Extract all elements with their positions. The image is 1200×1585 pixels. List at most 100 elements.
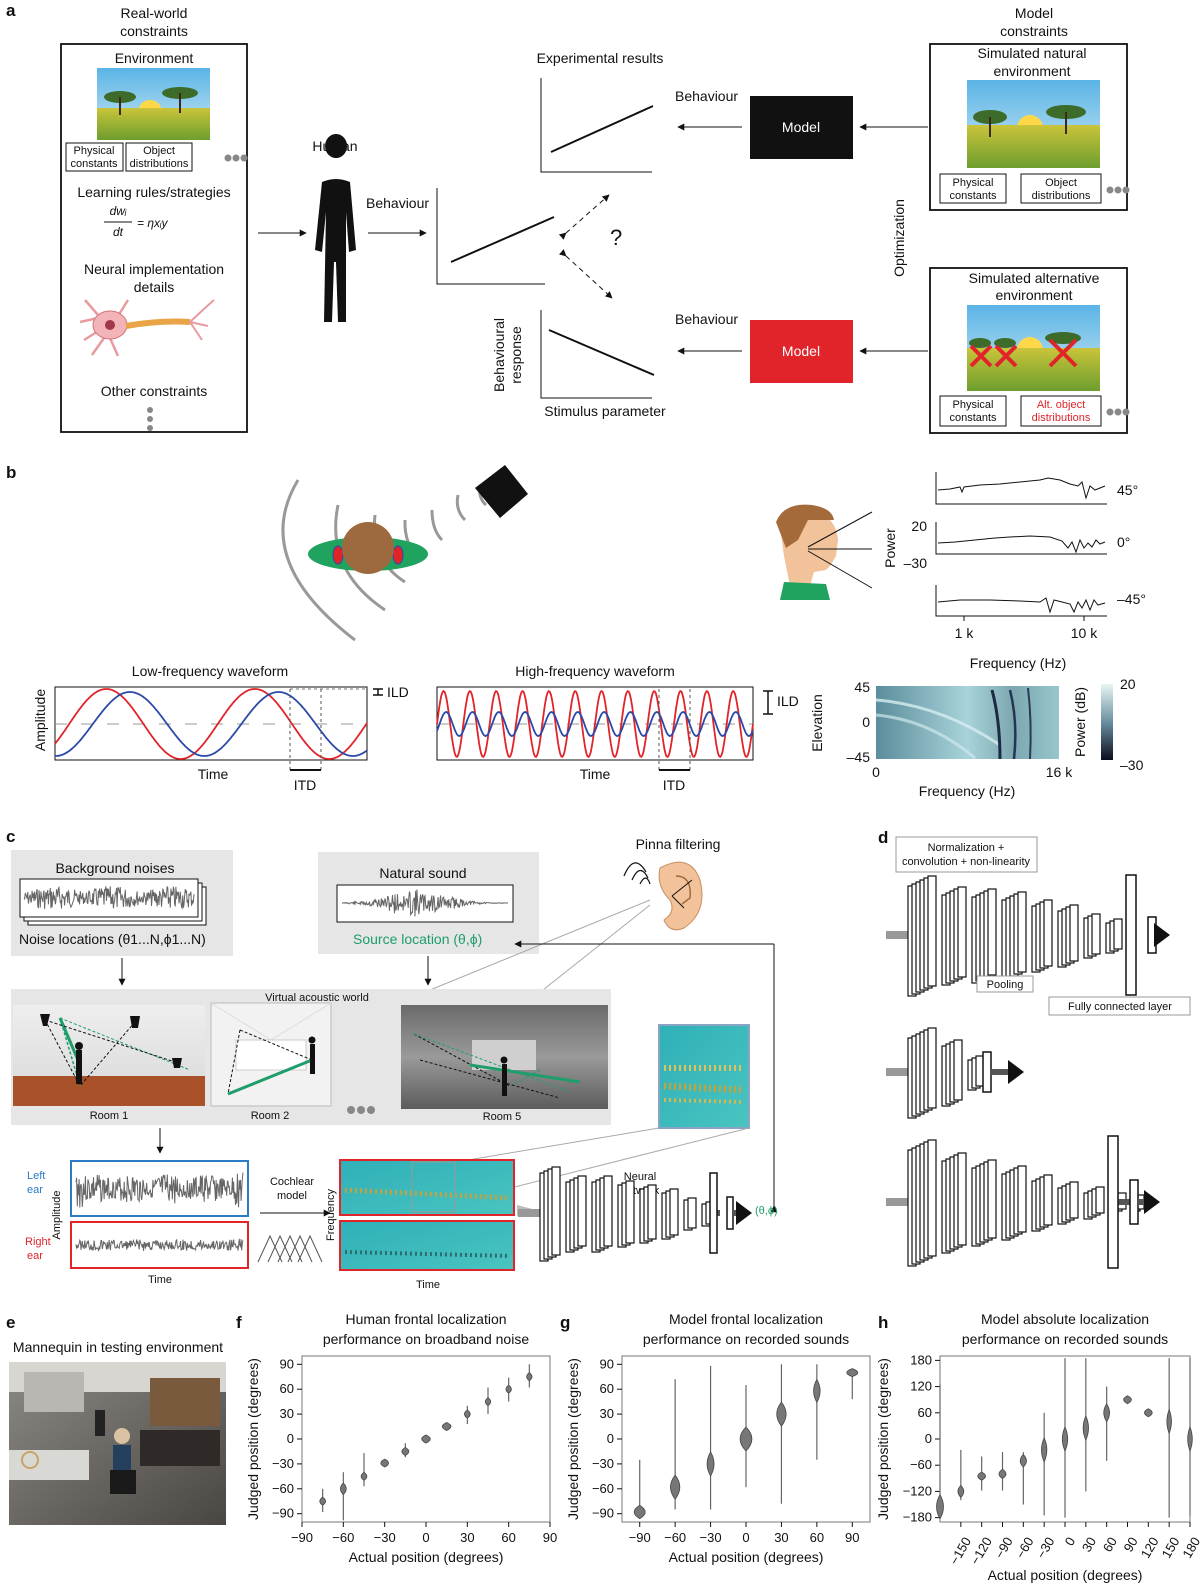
violin-body-5 (813, 1378, 821, 1404)
violin-body-7 (1082, 1415, 1089, 1442)
y-tick-label: 60 (918, 1405, 932, 1420)
response-label: response (508, 326, 524, 384)
network-layer-0-slice-5 (927, 875, 937, 987)
violin-body-9 (505, 1384, 512, 1394)
network-fc-layer-0 (982, 1051, 992, 1093)
distributions-label-1: distributions (130, 158, 189, 170)
panel-d: d Normalization + convolution + non-line… (878, 828, 1191, 1269)
colorbar-tick-20: 20 (1120, 676, 1136, 692)
network-output-arrow (1144, 1190, 1160, 1214)
violin-body-3 (998, 1468, 1007, 1480)
x-tick-label: −90 (992, 1534, 1016, 1561)
panel-label-h: h (878, 1313, 888, 1332)
power-colorbar (1101, 684, 1113, 760)
model-red-label: Model (782, 343, 820, 359)
violin-body-9 (1123, 1395, 1132, 1405)
network-diagram-d2 (886, 1027, 1024, 1119)
panel-c: c Background noises Noise locations (θ1.… (6, 827, 778, 1291)
normalization-label-2: convolution + non-linearity (902, 856, 1031, 868)
network-layer-1-slice-4 (957, 886, 967, 978)
x-tick-label: −60 (1013, 1534, 1037, 1561)
pinna-filtering-label: Pinna filtering (636, 836, 721, 852)
violin-body-1 (340, 1482, 347, 1496)
freq-tick-1k: 1 k (955, 625, 975, 641)
chart-title-line-0: Model frontal localization (669, 1311, 823, 1327)
physical-label-3: Physical (953, 399, 994, 411)
violin-body-0 (633, 1504, 646, 1520)
y-tick-label: 30 (600, 1406, 614, 1421)
network-output-arrow (1154, 923, 1170, 947)
low-itd-label: ITD (294, 777, 317, 793)
alt-object-distributions-box (1020, 395, 1102, 427)
x-tick-label: 0 (1062, 1534, 1079, 1548)
sim-alt-box (929, 267, 1128, 434)
y-tick-label: 120 (910, 1379, 932, 1394)
violin-body-8 (484, 1397, 492, 1407)
network-fc-layer-0 (709, 1172, 718, 1254)
sim-alt-label-1: Simulated alternative (969, 270, 1100, 286)
model-constraints-title-1: Model (1015, 5, 1053, 21)
panel-label-b: b (6, 463, 16, 482)
pooling-label: Pooling (987, 979, 1024, 991)
y-tick-label: −60 (272, 1481, 294, 1496)
violin-body-0 (319, 1496, 326, 1506)
x-tick-label: 90 (1121, 1534, 1141, 1554)
cochlea-frequency-label: Frequency (325, 1189, 337, 1241)
x-tick-label: 60 (810, 1530, 824, 1545)
noise-locations-label: Noise locations (θ1...N,ϕ1...N) (19, 931, 206, 947)
violin-body-12 (1187, 1425, 1193, 1453)
network-fc-layer-1 (726, 1196, 734, 1230)
vertical-dots (147, 407, 153, 431)
room-5-label: Room 5 (483, 1111, 522, 1123)
panel-label-e: e (6, 1313, 15, 1332)
left-cochleagram (339, 1159, 515, 1216)
object-distributions-box-2 (1020, 173, 1102, 204)
normalization-label-1: Normalization + (928, 842, 1005, 854)
violin-body-4 (401, 1446, 410, 1456)
savanna-illustration-3 (967, 305, 1100, 391)
panel-label-g: g (560, 1313, 570, 1332)
x-tick-label: −120 (967, 1534, 995, 1567)
learning-rules-label: Learning rules/strategies (77, 184, 230, 200)
network-layer-1-slice-3 (953, 1039, 963, 1101)
ellipsis-dots-2 (1106, 186, 1130, 194)
violin-body-7 (464, 1409, 471, 1419)
power-tick-m30: –30 (904, 555, 928, 571)
y-tick-label: −120 (903, 1483, 932, 1498)
head-top-view (342, 522, 394, 574)
neural-impl-label: Neural implementation (84, 261, 224, 277)
constants-label-1: constants (70, 158, 118, 170)
real-world-box (60, 43, 248, 433)
ear-time-label: Time (148, 1274, 172, 1286)
y-tick-label: 0 (287, 1431, 294, 1446)
power-tick-20: 20 (911, 518, 927, 534)
equation-numerator: dwᵢ (110, 204, 127, 218)
y-tick-label: 60 (600, 1381, 614, 1396)
x-tick-label: 120 (1138, 1534, 1162, 1560)
chart-title-line-1: performance on recorded sounds (962, 1331, 1168, 1347)
x-tick-label: 0 (422, 1530, 429, 1545)
panel-label-a: a (6, 1, 16, 20)
room-2-image (210, 1002, 332, 1107)
violin-body-0 (936, 1493, 944, 1520)
human-behaviour-plot (436, 188, 555, 285)
fc-label: Fully connected layer (1068, 1001, 1172, 1013)
network-layer-5-slice-3 (1069, 904, 1079, 962)
question-mark: ? (610, 225, 622, 250)
neural-label: Neural (624, 1171, 656, 1183)
stimulus-parameter-label: Stimulus parameter (544, 403, 666, 419)
violin-body-6 (1061, 1426, 1069, 1452)
left-ear-label-2: ear (27, 1184, 43, 1196)
elev-tick-45: 45 (854, 679, 870, 695)
network-layer-4-slice-3 (1043, 899, 1053, 967)
colorbar-tick-m30: –30 (1120, 757, 1144, 773)
violin-body-2 (360, 1471, 368, 1481)
fc-callout (1048, 996, 1191, 1016)
x-axis-label: Actual position (degrees) (988, 1567, 1143, 1583)
model-black-box (750, 96, 853, 159)
constants-label-3: constants (949, 412, 997, 424)
network-layer-0-slice-3 (551, 1166, 561, 1256)
